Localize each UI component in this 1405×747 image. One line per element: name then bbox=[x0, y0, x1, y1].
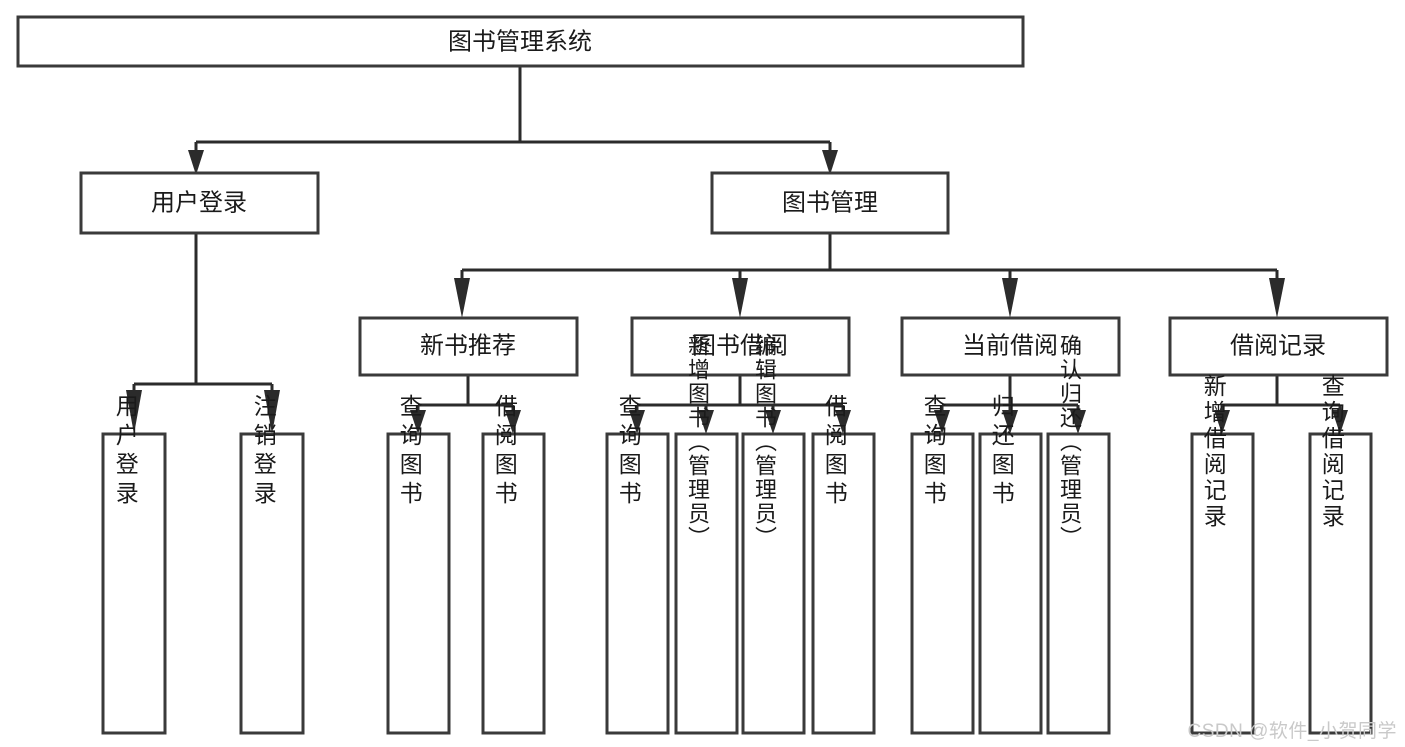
node-leaf-return-book-label: 归还图书 bbox=[988, 394, 1015, 510]
arrowhead-user-login bbox=[188, 150, 204, 175]
node-current-borrow-box[interactable] bbox=[900, 316, 1121, 377]
node-leaf-add-book-box[interactable] bbox=[674, 432, 739, 735]
arrowhead-leaf-edit-book bbox=[765, 410, 781, 434]
node-leaf-query-record[interactable]: 查询借阅记录 bbox=[1308, 374, 1373, 735]
node-leaf-edit-book-box[interactable] bbox=[741, 432, 806, 735]
node-leaf-add-record-label: 新增借阅记录 bbox=[1200, 374, 1227, 530]
node-leaf-logout-login-box[interactable] bbox=[239, 432, 305, 735]
node-leaf-borrow-book-2[interactable]: 借阅图书 bbox=[811, 394, 876, 735]
node-leaf-edit-book-label: 编辑图书（管理员） bbox=[752, 334, 777, 550]
arrowhead-leaf-return-book bbox=[1002, 410, 1018, 434]
arrowhead-leaf-borrow-book-1 bbox=[505, 410, 521, 434]
node-leaf-add-book[interactable]: 新增图书（管理员） bbox=[674, 334, 739, 735]
node-book-manage-box[interactable] bbox=[710, 171, 950, 235]
node-leaf-query-book-1[interactable]: 查询图书 bbox=[386, 394, 451, 735]
node-leaf-confirm-return-box[interactable] bbox=[1046, 432, 1111, 735]
node-book-borrow-box[interactable] bbox=[630, 316, 851, 377]
node-leaf-query-book-1-box[interactable] bbox=[386, 432, 451, 735]
node-leaf-add-record-box[interactable] bbox=[1190, 432, 1255, 735]
node-leaf-query-book-3-label: 查询图书 bbox=[920, 394, 947, 510]
node-book-borrow-label: 图书借阅 bbox=[692, 332, 788, 359]
node-leaf-borrow-book-2-label: 借阅图书 bbox=[821, 394, 848, 510]
node-leaf-add-book-label: 新增图书（管理员） bbox=[685, 334, 710, 550]
arrowhead-leaf-query-book-1 bbox=[410, 410, 426, 434]
watermark: CSDN @软件_小贺同学 bbox=[1187, 721, 1397, 742]
node-leaf-logout-login[interactable]: 注销登录 bbox=[239, 394, 305, 735]
node-root-label: 图书管理系统 bbox=[448, 28, 592, 55]
node-leaf-return-book[interactable]: 归还图书 bbox=[978, 394, 1043, 735]
arrowhead-leaf-borrow-book-2 bbox=[835, 410, 851, 434]
node-leaf-borrow-book-1-label: 借阅图书 bbox=[491, 394, 518, 510]
node-leaf-user-login[interactable]: 用户登录 bbox=[101, 394, 167, 735]
arrowhead-leaf-query-record bbox=[1332, 410, 1348, 434]
arrowhead-book-manage bbox=[822, 150, 838, 175]
arrowhead-leaf-logout-login bbox=[264, 390, 280, 434]
node-user-login-label: 用户登录 bbox=[151, 189, 247, 216]
arrowhead-current-borrow bbox=[1002, 278, 1018, 318]
node-root[interactable]: 图书管理系统 bbox=[16, 15, 1025, 68]
node-leaf-user-login-box[interactable] bbox=[101, 432, 167, 735]
node-book-manage[interactable]: 图书管理 bbox=[710, 171, 950, 235]
node-leaf-query-book-3-box[interactable] bbox=[910, 432, 975, 735]
node-current-borrow-label: 当前借阅 bbox=[962, 332, 1058, 359]
node-leaf-borrow-book-1-box[interactable] bbox=[481, 432, 546, 735]
arrowhead-leaf-query-book-2 bbox=[629, 410, 645, 434]
node-leaf-add-record[interactable]: 新增借阅记录 bbox=[1190, 374, 1255, 735]
node-user-login[interactable]: 用户登录 bbox=[79, 171, 320, 235]
node-leaf-query-record-box[interactable] bbox=[1308, 432, 1373, 735]
node-leaf-borrow-book-1[interactable]: 借阅图书 bbox=[481, 394, 546, 735]
node-current-borrow[interactable]: 当前借阅 bbox=[900, 316, 1121, 377]
node-leaf-logout-login-label: 注销登录 bbox=[250, 394, 277, 510]
node-leaf-confirm-return[interactable]: 确认归还（管理员） bbox=[1046, 334, 1111, 735]
node-leaf-query-book-2-box[interactable] bbox=[605, 432, 670, 735]
node-leaf-query-book-3[interactable]: 查询图书 bbox=[910, 394, 975, 735]
node-leaf-query-book-2[interactable]: 查询图书 bbox=[605, 394, 670, 735]
arrowhead-borrow-record bbox=[1269, 278, 1285, 318]
edge-layer bbox=[126, 66, 1348, 434]
arrowhead-leaf-add-book bbox=[698, 410, 714, 434]
node-leaf-user-login-label: 用户登录 bbox=[112, 394, 139, 510]
node-new-book-recommend-box[interactable] bbox=[358, 316, 579, 377]
node-borrow-record[interactable]: 借阅记录 bbox=[1168, 316, 1389, 377]
node-borrow-record-box[interactable] bbox=[1168, 316, 1389, 377]
node-new-book-recommend-label: 新书推荐 bbox=[420, 332, 516, 359]
arrowhead-leaf-user-login bbox=[126, 390, 142, 434]
node-leaf-confirm-return-label: 确认归还（管理员） bbox=[1057, 334, 1082, 550]
node-root-box[interactable] bbox=[16, 15, 1025, 68]
node-leaf-edit-book[interactable]: 编辑图书（管理员） bbox=[741, 334, 806, 735]
node-leaf-query-book-2-label: 查询图书 bbox=[615, 394, 642, 510]
node-new-book-recommend[interactable]: 新书推荐 bbox=[358, 316, 579, 377]
node-leaf-borrow-book-2-box[interactable] bbox=[811, 432, 876, 735]
node-leaf-query-record-label: 查询借阅记录 bbox=[1318, 374, 1345, 530]
arrowhead-book-borrow bbox=[732, 278, 748, 318]
arrowhead-new-book-recommend bbox=[454, 278, 470, 318]
arrowhead-leaf-query-book-3 bbox=[934, 410, 950, 434]
node-user-login-box[interactable] bbox=[79, 171, 320, 235]
node-book-manage-label: 图书管理 bbox=[782, 189, 878, 216]
node-leaf-query-book-1-label: 查询图书 bbox=[396, 394, 423, 510]
node-borrow-record-label: 借阅记录 bbox=[1230, 332, 1326, 359]
node-leaf-return-book-box[interactable] bbox=[978, 432, 1043, 735]
arrowhead-leaf-confirm-return bbox=[1070, 410, 1086, 434]
node-book-borrow[interactable]: 图书借阅 bbox=[630, 316, 851, 377]
arrowhead-leaf-add-record bbox=[1214, 410, 1230, 434]
